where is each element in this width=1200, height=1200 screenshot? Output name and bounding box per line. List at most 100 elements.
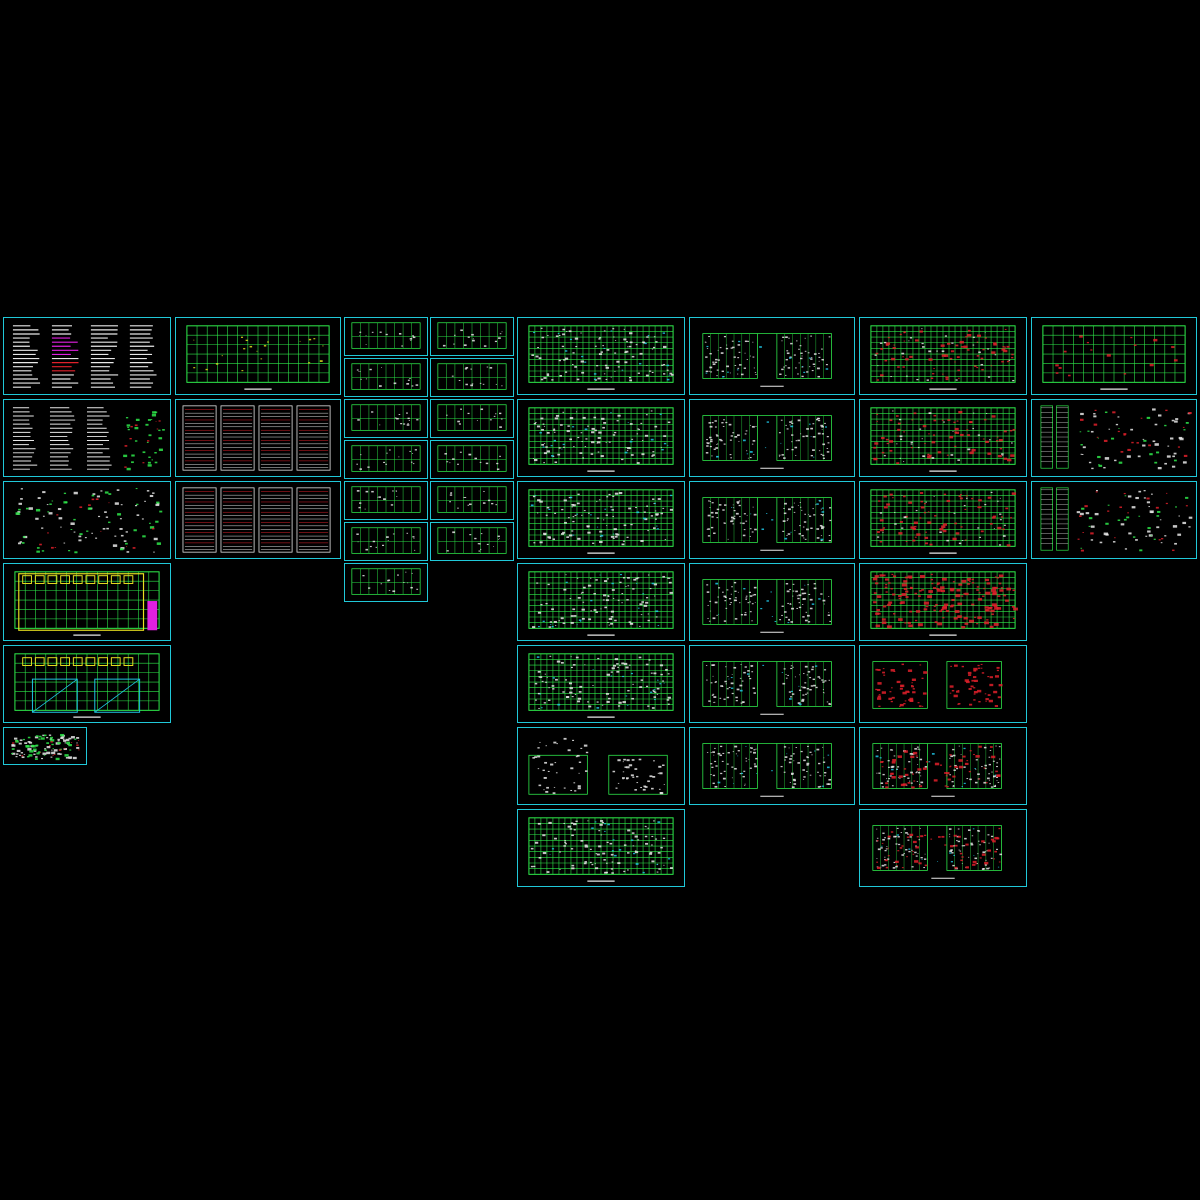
drawing-sheet-tower-plan-0[interactable] [689,317,855,395]
sheet-drawing [702,661,832,715]
drawing-sheet-tower-plan-2[interactable] [689,481,855,559]
drawing-sheet-small-plan-a0[interactable] [344,317,428,356]
sheet-drawing [15,488,163,554]
detail-marks [16,488,160,553]
drawing-sheet-tower-plan-1[interactable] [689,399,855,477]
sheet-drawing [528,737,668,795]
drawing-sheet-basement-roof-plan[interactable] [3,645,171,723]
drawing-sheet-small-plan-b5[interactable] [430,522,514,561]
detail-marks [872,573,1018,629]
detail-marks [124,420,161,468]
drawing-sheet-floor-plan-2[interactable] [517,481,685,559]
plan-lines [351,322,421,349]
drawing-sheet-small-plan-b0[interactable] [430,317,514,356]
detail-marks [949,663,1003,707]
detail-marks [949,745,1001,788]
sheet-drawing [528,325,674,390]
sheet-drawing [870,489,1016,554]
drawing-sheet-tower-plan-5[interactable] [689,727,855,805]
tower-wings [702,579,832,633]
drawing-sheet-small-plan-a5[interactable] [344,522,428,561]
drawing-sheet-column-grid-plan[interactable] [175,317,341,395]
detail-marks [705,340,829,378]
sheet-drawing [351,322,421,349]
drawing-sheet-tower-plan-4[interactable] [689,645,855,723]
drawing-sheet-details-sheet-1[interactable] [3,481,171,559]
drawing-sheet-schedule-b[interactable] [175,481,341,559]
detail-marks [442,329,503,347]
drawing-sheet-schedule-a[interactable] [175,399,341,477]
drawing-sheet-small-plan-a1[interactable] [344,358,428,397]
drawing-sheet-beam-plan-4[interactable] [859,645,1027,723]
drawing-sheet-small-plan-a4[interactable] [344,481,428,520]
drawing-sheet-floor-plan-5[interactable] [517,727,685,805]
detail-marks [1080,495,1189,552]
detail-marks [705,664,756,704]
detail-marks [358,331,416,347]
detail-marks [532,410,671,464]
sheet-drawing [11,733,80,761]
detail-marks [706,500,757,540]
detail-marks [446,408,503,428]
sheet-drawing [872,661,1003,709]
sheet-drawing [872,743,1002,797]
drawing-sheet-small-plan-b4[interactable] [430,481,514,520]
plan-lines [351,486,421,513]
drawing-sheet-basement-plan[interactable] [3,563,171,641]
detail-marks [1055,335,1178,377]
sheet-drawing [872,825,1003,879]
drawing-sheet-floor-plan-0[interactable] [517,317,685,395]
detail-marks [123,411,165,471]
detail-marks [880,745,1001,789]
plan-lines [437,363,507,390]
drawing-sheet-floor-plan-1[interactable] [517,399,685,477]
detail-marks [716,421,828,458]
tower-wings [702,497,832,551]
detail-marks [444,451,501,470]
drawing-sheet-floor-plan-3[interactable] [517,563,685,641]
drawing-sheet-beam-plan-6[interactable] [859,809,1027,887]
detail-marks [705,419,757,459]
sheet-drawing [182,405,331,471]
drawing-sheet-floor-plan-6[interactable] [517,809,685,887]
detail-marks [530,820,673,874]
detail-marks [717,746,830,787]
detail-marks [782,500,832,542]
detail-marks [532,737,589,794]
tower-wings [702,333,832,387]
plan-lines [437,486,507,513]
drawing-sheet-beam-plan-5[interactable] [859,727,1027,805]
sheet-drawing [870,407,1016,472]
drawing-sheet-section-top[interactable] [1031,317,1197,395]
detail-marks [356,532,416,551]
drawing-sheet-small-plan-b1[interactable] [430,358,514,397]
drawing-sheet-small-details[interactable] [3,727,87,765]
drawing-sheet-small-plan-b2[interactable] [430,399,514,438]
drawing-sheet-small-plan-b3[interactable] [430,440,514,479]
drawing-sheet-cover-notes[interactable] [3,317,171,395]
drawing-sheet-beam-plan-2[interactable] [859,481,1027,559]
drawing-sheet-small-plan-a6[interactable] [344,563,428,602]
drawing-sheet-floor-plan-4[interactable] [517,645,685,723]
sheet-drawing [437,527,507,554]
drawing-sheet-beam-plan-3[interactable] [859,563,1027,641]
grid-lines [870,407,1016,472]
tower-wings [702,415,832,469]
detail-marks [880,828,1000,868]
detail-marks [539,412,669,457]
sheet-drawing [528,407,674,472]
table-cells [182,487,331,553]
detail-marks [536,656,665,709]
drawing-sheet-stair-details-1[interactable] [1031,399,1197,477]
drawing-sheet-stair-details-2[interactable] [1031,481,1197,559]
drawing-sheet-beam-plan-0[interactable] [859,317,1027,395]
drawing-sheet-small-plan-a3[interactable] [344,440,428,479]
drawing-sheet-small-plan-a2[interactable] [344,399,428,438]
sheet-drawing [351,363,421,390]
drawing-sheet-general-notes-2[interactable] [3,399,171,477]
drawing-sheet-tower-plan-3[interactable] [689,563,855,641]
sheet-drawing [437,486,507,513]
drawing-sheet-beam-plan-1[interactable] [859,399,1027,477]
pile-caps [18,573,158,631]
plan-lines [351,404,421,431]
